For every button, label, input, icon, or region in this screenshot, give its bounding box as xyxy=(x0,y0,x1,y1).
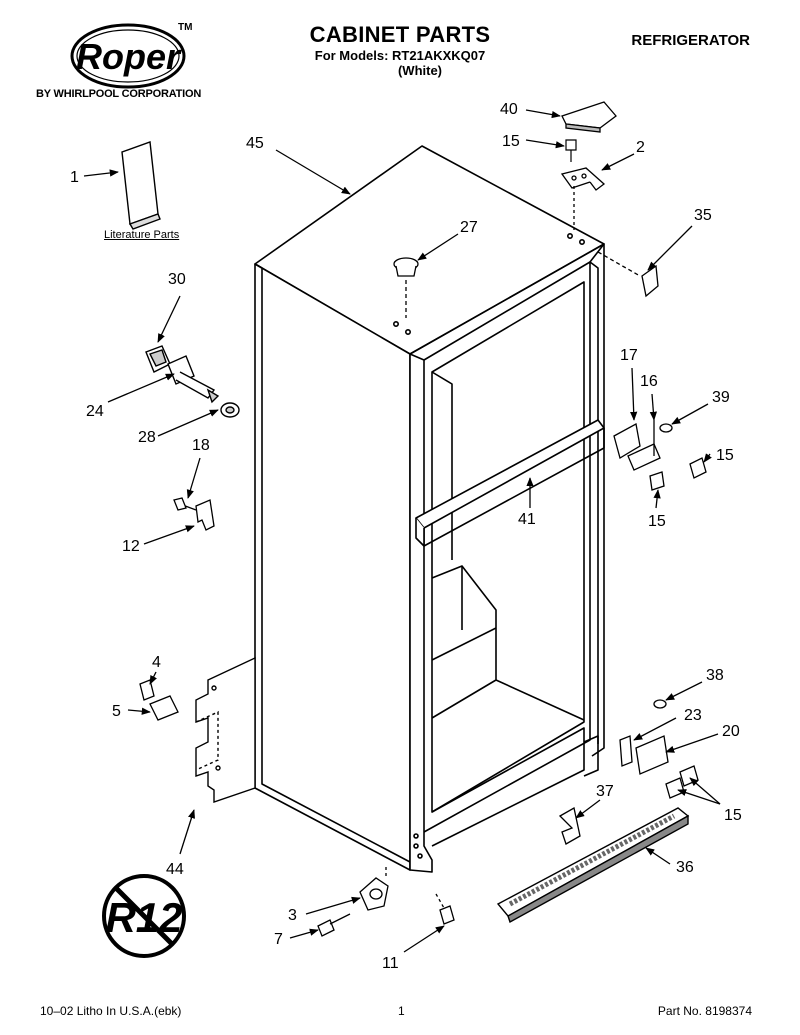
footer-litho: 10–02 Litho In U.S.A.(ebk) xyxy=(40,1004,182,1018)
logo-trademark: TM xyxy=(178,22,192,33)
callout-7: 7 xyxy=(274,931,283,948)
callout-41: 41 xyxy=(518,511,536,528)
callout-28: 28 xyxy=(138,429,156,446)
callout-15-mid-b: 15 xyxy=(648,513,666,530)
callout-1: 1 xyxy=(70,169,79,186)
callout-40: 40 xyxy=(500,101,518,118)
literature-booklet xyxy=(121,141,161,230)
callout-45: 45 xyxy=(246,135,264,152)
top-hinge xyxy=(560,167,606,230)
callout-5: 5 xyxy=(112,703,121,720)
brand-byline: BY WHIRLPOOL CORPORATION xyxy=(36,88,202,100)
plug-button xyxy=(393,257,419,318)
callout-15-low: 15 xyxy=(724,807,742,824)
callout-17: 17 xyxy=(620,347,638,364)
product-category: REFRIGERATOR xyxy=(631,32,750,49)
model-number: For Models: RT21AKXKQ07 xyxy=(314,48,486,63)
leader-lines xyxy=(83,109,721,953)
hinge-bracket-middle xyxy=(173,497,215,531)
door-stop-pin xyxy=(167,355,220,404)
roper-logo: Roper TM xyxy=(70,22,192,89)
callout-18: 18 xyxy=(192,437,210,454)
callout-27: 27 xyxy=(460,219,478,236)
door-stop xyxy=(145,345,171,373)
model-color: (White) xyxy=(397,63,443,78)
hinge-cover xyxy=(561,101,617,133)
callout-3: 3 xyxy=(288,907,297,924)
callout-24: 24 xyxy=(86,403,104,420)
rear-screw xyxy=(435,893,455,925)
hinge-screw-top xyxy=(565,139,577,162)
seal-washer xyxy=(220,402,240,418)
footer-page-number: 1 xyxy=(398,1004,405,1018)
top-cover-clip xyxy=(597,251,659,298)
callout-12: 12 xyxy=(122,538,140,555)
middle-hinge xyxy=(613,420,707,491)
callout-35: 35 xyxy=(694,207,712,224)
callout-numbers: 1 2 3 4 5 7 11 12 15 15 15 15 16 17 18 2… xyxy=(70,101,742,972)
callout-15-top: 15 xyxy=(502,133,520,150)
literature-parts-label: Literature Parts xyxy=(104,229,180,241)
callout-39: 39 xyxy=(712,389,730,406)
leveling-screw xyxy=(317,913,351,937)
logo-wordmark: Roper xyxy=(76,36,182,77)
callout-11: 11 xyxy=(382,955,399,972)
lower-left-bracket xyxy=(139,679,179,721)
callout-38: 38 xyxy=(706,667,724,684)
callout-37: 37 xyxy=(596,783,614,800)
page-title: CABINET PARTS xyxy=(309,22,491,47)
callout-20: 20 xyxy=(722,723,740,740)
callout-30: 30 xyxy=(168,271,186,288)
footer-part-number: Part No. 8198374 xyxy=(657,1004,752,1018)
callout-23: 23 xyxy=(684,707,702,724)
toe-grille xyxy=(496,807,690,924)
callout-15-mid-r: 15 xyxy=(716,447,734,464)
refrigerator-cabinet xyxy=(254,145,605,873)
callout-2: 2 xyxy=(636,139,645,156)
grille-clip xyxy=(558,806,581,845)
no-r12-badge: R12 xyxy=(102,874,186,958)
callout-36: 36 xyxy=(676,859,694,876)
callout-16: 16 xyxy=(640,373,658,390)
side-panel xyxy=(195,656,256,803)
callout-44: 44 xyxy=(166,861,184,878)
leveling-bracket xyxy=(359,866,389,911)
callout-4: 4 xyxy=(152,654,161,671)
